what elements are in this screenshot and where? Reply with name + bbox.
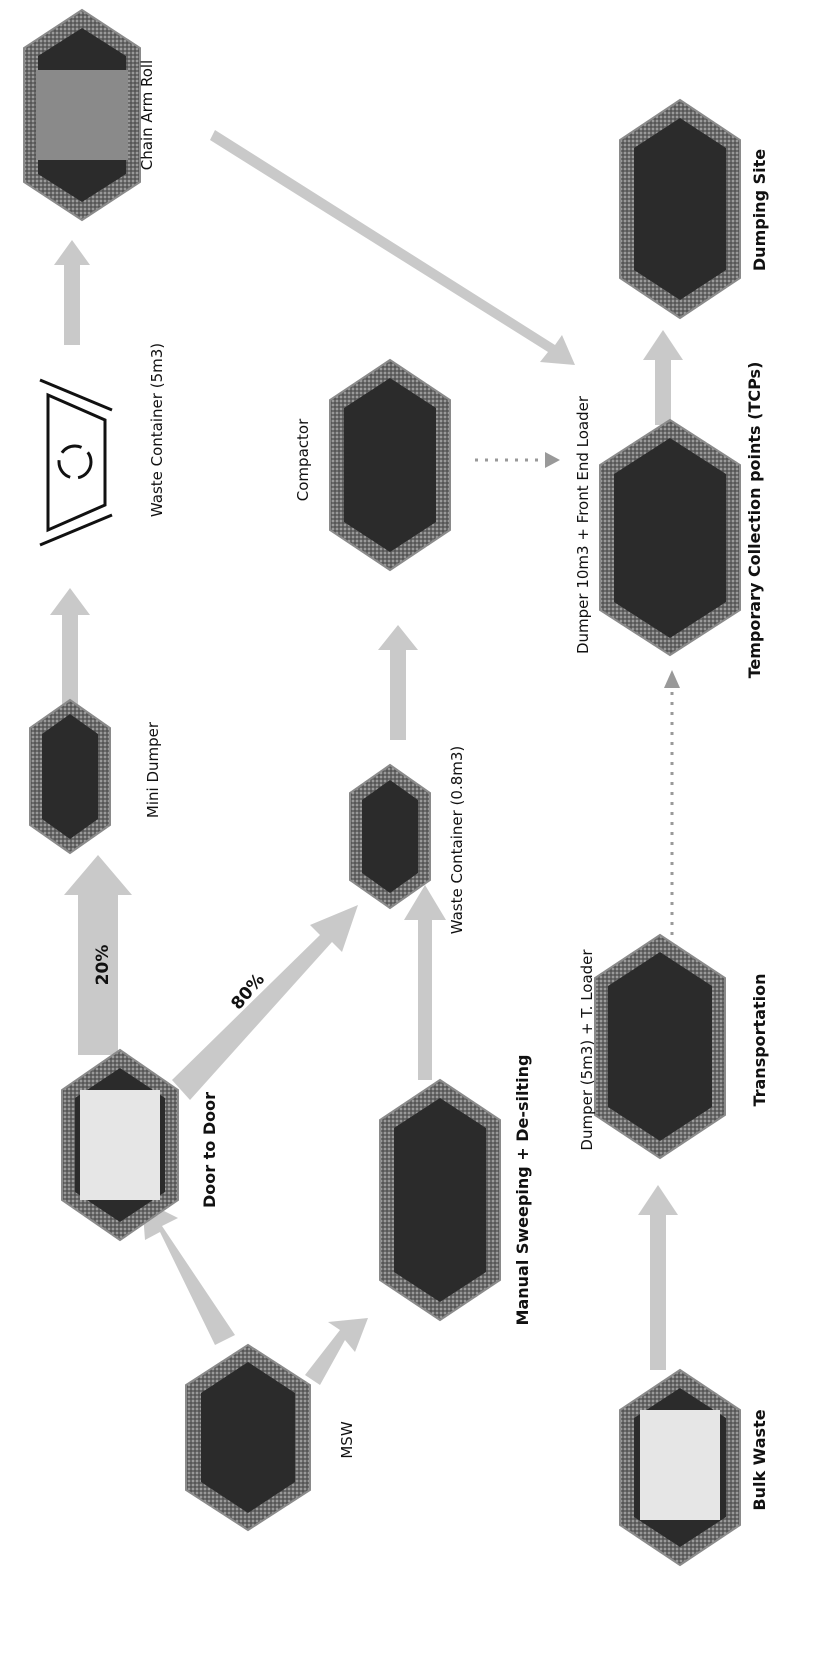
- arrow-container5-to-chainarm: [54, 240, 90, 345]
- door-to-door-photo: [80, 1090, 160, 1200]
- label-compactor: Compactor: [294, 418, 312, 501]
- recycle-bin-icon: [39, 378, 113, 547]
- label-bulk-waste: Bulk Waste: [750, 1409, 769, 1510]
- label-mini-dumper: Mini Dumper: [144, 721, 162, 818]
- node-msw: MSW: [185, 1343, 356, 1532]
- dashed-arrows: [475, 452, 680, 935]
- label-waste-container-5: Waste Container (5m3): [148, 343, 166, 517]
- edge-label-dumper-5-tloader: Dumper (5m3) + T. Loader: [578, 949, 596, 1151]
- node-bulk-waste: Bulk Waste: [619, 1368, 769, 1567]
- arrows: [50, 130, 683, 1385]
- arrow-sweeping-to-container08: [404, 885, 446, 1080]
- label-chain-arm-roll: Chain Arm Roll: [138, 60, 156, 170]
- node-waste-container-5: Waste Container (5m3): [39, 343, 166, 547]
- arrow-msw-to-sweeping: [305, 1318, 368, 1385]
- label-msw: MSW: [338, 1421, 356, 1458]
- arrow-minidumper-to-container5: [50, 588, 90, 705]
- bulk-waste-photo: [640, 1410, 720, 1520]
- arrow-container08-to-compactor: [378, 625, 418, 740]
- label-tcp: Temporary Collection points (TCPs): [745, 362, 764, 679]
- edge-label-20pct: 20%: [93, 945, 113, 986]
- node-door-to-door: Door to Door: [61, 1048, 219, 1242]
- dashed-arrowhead-compactor-to-tcp: [545, 452, 560, 468]
- arrow-tcp-to-dumping: [643, 330, 683, 425]
- node-tcp: Temporary Collection points (TCPs): [599, 362, 764, 679]
- node-manual-sweeping: Manual Sweeping + De-silting: [379, 1055, 532, 1326]
- label-transportation: Transportation: [750, 973, 769, 1106]
- node-waste-container-08: Waste Container (0.8m3): [349, 746, 466, 935]
- node-mini-dumper: Mini Dumper: [29, 698, 162, 855]
- arrow-door-to-container08: [172, 905, 358, 1100]
- arrow-door-to-minidumper: [64, 855, 132, 1055]
- arrow-msw-to-door: [142, 1200, 235, 1345]
- edge-label-dumper-10-front-loader: Dumper 10m3 + Front End Loader: [574, 395, 592, 654]
- label-door-to-door: Door to Door: [200, 1092, 219, 1208]
- chain-arm-roll-photo: [36, 70, 128, 160]
- node-compactor: Compactor: [294, 358, 451, 572]
- node-transportation: Transportation: [594, 933, 769, 1160]
- label-dumping-site: Dumping Site: [750, 149, 769, 271]
- label-waste-container-08: Waste Container (0.8m3): [448, 746, 466, 935]
- arrow-chainarm-to-tcp: [210, 130, 575, 365]
- arrow-bulk-to-transport: [638, 1185, 678, 1370]
- label-manual-sweeping: Manual Sweeping + De-silting: [513, 1055, 532, 1326]
- node-dumping-site: Dumping Site: [619, 98, 769, 320]
- node-chain-arm-roll: Chain Arm Roll: [23, 8, 156, 222]
- dashed-arrowhead-transport-to-tcp: [664, 670, 680, 688]
